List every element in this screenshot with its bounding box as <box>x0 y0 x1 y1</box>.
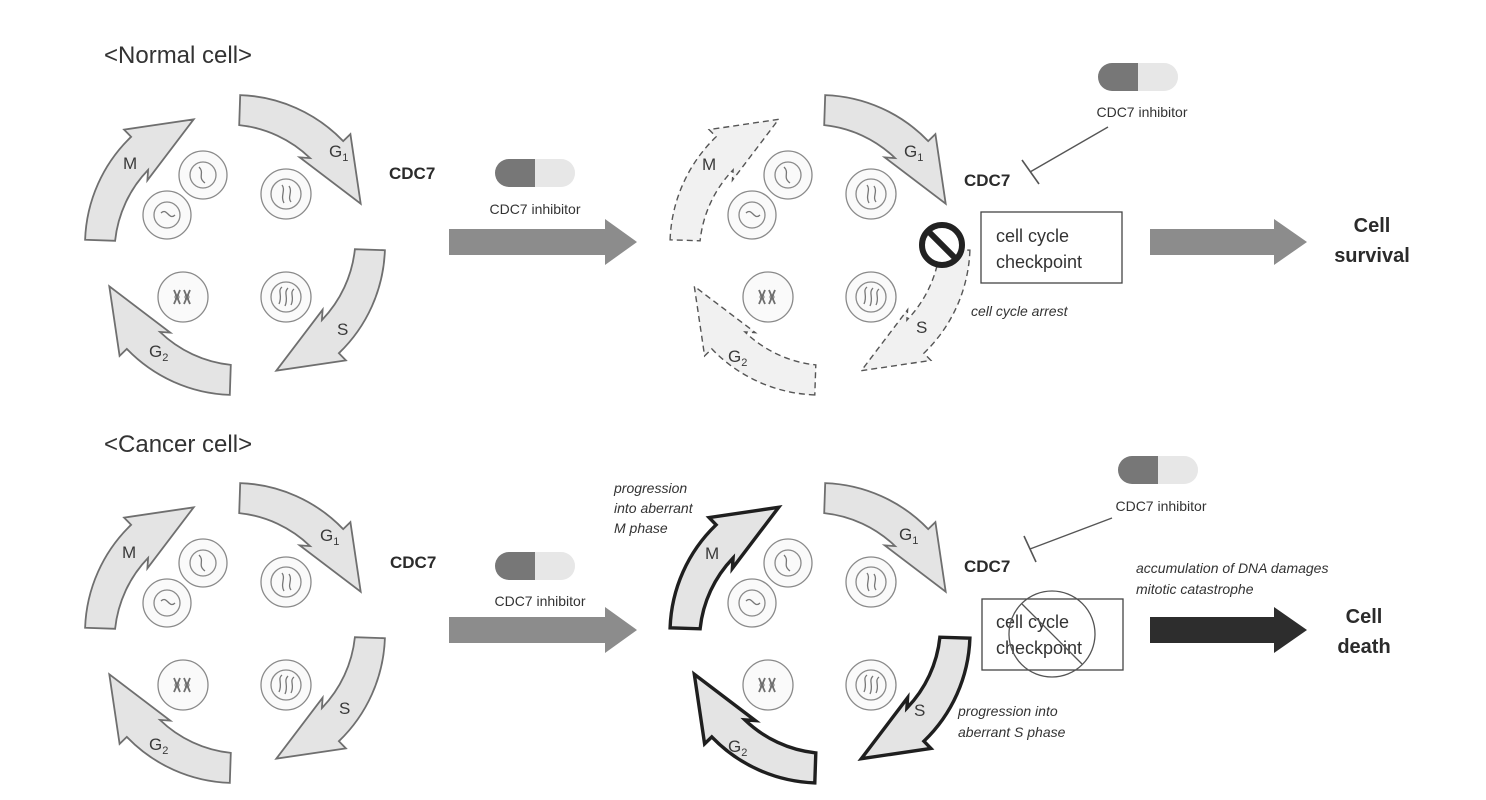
normal-cycle-untreated: G1 S G2 M CDC7 <box>84 94 435 396</box>
damage-note-line1: accumulation of DNA damages <box>1136 560 1328 576</box>
checkpoint-label-line2: checkpoint <box>996 638 1082 658</box>
inhibitor-label: CDC7 inhibitor <box>489 201 580 217</box>
inhibition-tbar-icon <box>1021 126 1109 185</box>
s-label: S <box>916 318 927 337</box>
cell-nucleus-icon <box>157 659 209 711</box>
treatment-arrow <box>449 607 637 653</box>
cancer-cell-section: <Cancer cell> G1 S G2 M CDC7 CDC7 inhibi… <box>84 431 1391 785</box>
cell-nucleus-icon <box>845 556 897 608</box>
cancer-cycle-untreated: G1 S G2 M CDC7 <box>84 482 436 784</box>
cell-nucleus-icon <box>845 271 897 323</box>
cdc7-label: CDC7 <box>964 557 1010 576</box>
checkpoint-label-line1: cell cycle <box>996 612 1069 632</box>
s-label: S <box>339 699 350 718</box>
cancer-cell-title: <Cancer cell> <box>104 431 252 458</box>
cell-nucleus-icon <box>845 168 897 220</box>
cdc7-label: CDC7 <box>964 171 1010 190</box>
cell-nucleus-icon <box>260 271 312 323</box>
cancer-cycle-treated: G1 S G2 M CDC7 <box>668 482 1010 785</box>
capsule-icon <box>495 159 575 187</box>
s-progression-note-line1: progression into <box>957 703 1058 719</box>
outcome-line1: Cell <box>1346 606 1383 628</box>
s-label: S <box>337 320 348 339</box>
g2-label: G2 <box>149 735 168 757</box>
normal-cell-title: <Normal cell> <box>104 42 252 69</box>
checkpoint-box-disabled: cell cycle checkpoint <box>981 590 1124 678</box>
outcome-arrow <box>1150 219 1307 265</box>
m-label: M <box>123 154 137 173</box>
capsule-icon <box>1118 456 1198 484</box>
m-progression-note-line3: M phase <box>614 520 668 536</box>
outcome-line1: Cell <box>1354 215 1391 237</box>
g1-label: G1 <box>329 142 348 164</box>
no-entry-icon <box>1008 590 1096 678</box>
treatment-arrow <box>449 219 637 265</box>
g1-label: G1 <box>904 142 923 164</box>
treated-inhibitor-label: CDC7 inhibitor <box>1096 104 1187 120</box>
cell-nucleus-icon <box>742 271 794 323</box>
outcome-line2: survival <box>1334 245 1410 267</box>
normal-cycle-treated: G1 S G2 M CDC7 <box>669 94 1010 396</box>
cell-nucleus-icon <box>742 659 794 711</box>
cdc7-label: CDC7 <box>390 553 436 572</box>
m-progression-note-line2: into aberrant <box>614 500 694 516</box>
no-entry-icon <box>919 222 965 268</box>
capsule-icon <box>1098 63 1178 91</box>
s-progression-note-line2: aberrant S phase <box>958 724 1066 740</box>
checkpoint-label-line2: checkpoint <box>996 252 1082 272</box>
cell-nucleus-icon <box>260 556 312 608</box>
cell-nucleus-icon <box>260 659 312 711</box>
s-label: S <box>914 701 925 720</box>
cdc7-label: CDC7 <box>389 164 435 183</box>
treated-inhibitor-label: CDC7 inhibitor <box>1115 498 1206 514</box>
m-label: M <box>702 155 716 174</box>
inhibition-tbar-icon <box>1023 517 1113 563</box>
g2-label: G2 <box>728 347 747 369</box>
m-progression-note-line1: progression <box>613 480 687 496</box>
arrest-note: cell cycle arrest <box>971 303 1069 319</box>
inhibitor-label: CDC7 inhibitor <box>494 593 585 609</box>
normal-cell-section: <Normal cell> G1 S G2 M CDC7 CDC7 inhibi… <box>84 42 1410 396</box>
cell-nucleus-icon <box>845 659 897 711</box>
g2-label: G2 <box>728 737 747 759</box>
cell-nucleus-icon <box>157 271 209 323</box>
damage-note-line2: mitotic catastrophe <box>1136 581 1254 597</box>
g2-label: G2 <box>149 342 168 364</box>
outcome-arrow <box>1150 607 1307 653</box>
outcome-line2: death <box>1337 636 1390 658</box>
cell-nucleus-icon <box>260 168 312 220</box>
g1-label: G1 <box>899 525 918 547</box>
g1-label: G1 <box>320 526 339 548</box>
m-label: M <box>705 544 719 563</box>
checkpoint-box: cell cycle checkpoint <box>980 211 1123 284</box>
m-label: M <box>122 543 136 562</box>
checkpoint-label-line1: cell cycle <box>996 226 1069 246</box>
capsule-icon <box>495 552 575 580</box>
